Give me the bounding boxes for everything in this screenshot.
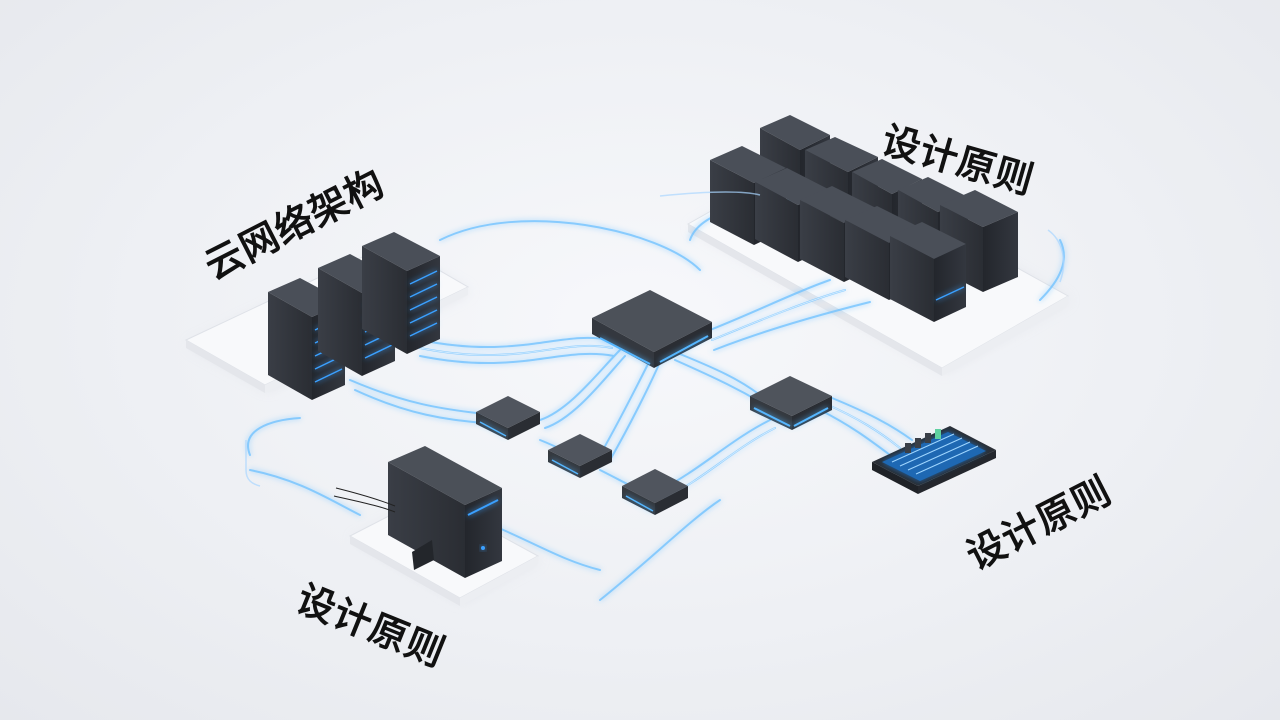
- server-rack-icon: [268, 232, 440, 400]
- switch-icon: [750, 376, 832, 430]
- switch-icon: [622, 469, 688, 515]
- server-cluster: [710, 115, 1018, 322]
- tower-pc-icon: [333, 446, 502, 578]
- switch-icon: [548, 434, 612, 478]
- patch-panel-icon: [872, 426, 996, 494]
- switch-icon: [476, 396, 540, 440]
- outline-traces: [245, 191, 1065, 487]
- switch-icon: [592, 290, 712, 368]
